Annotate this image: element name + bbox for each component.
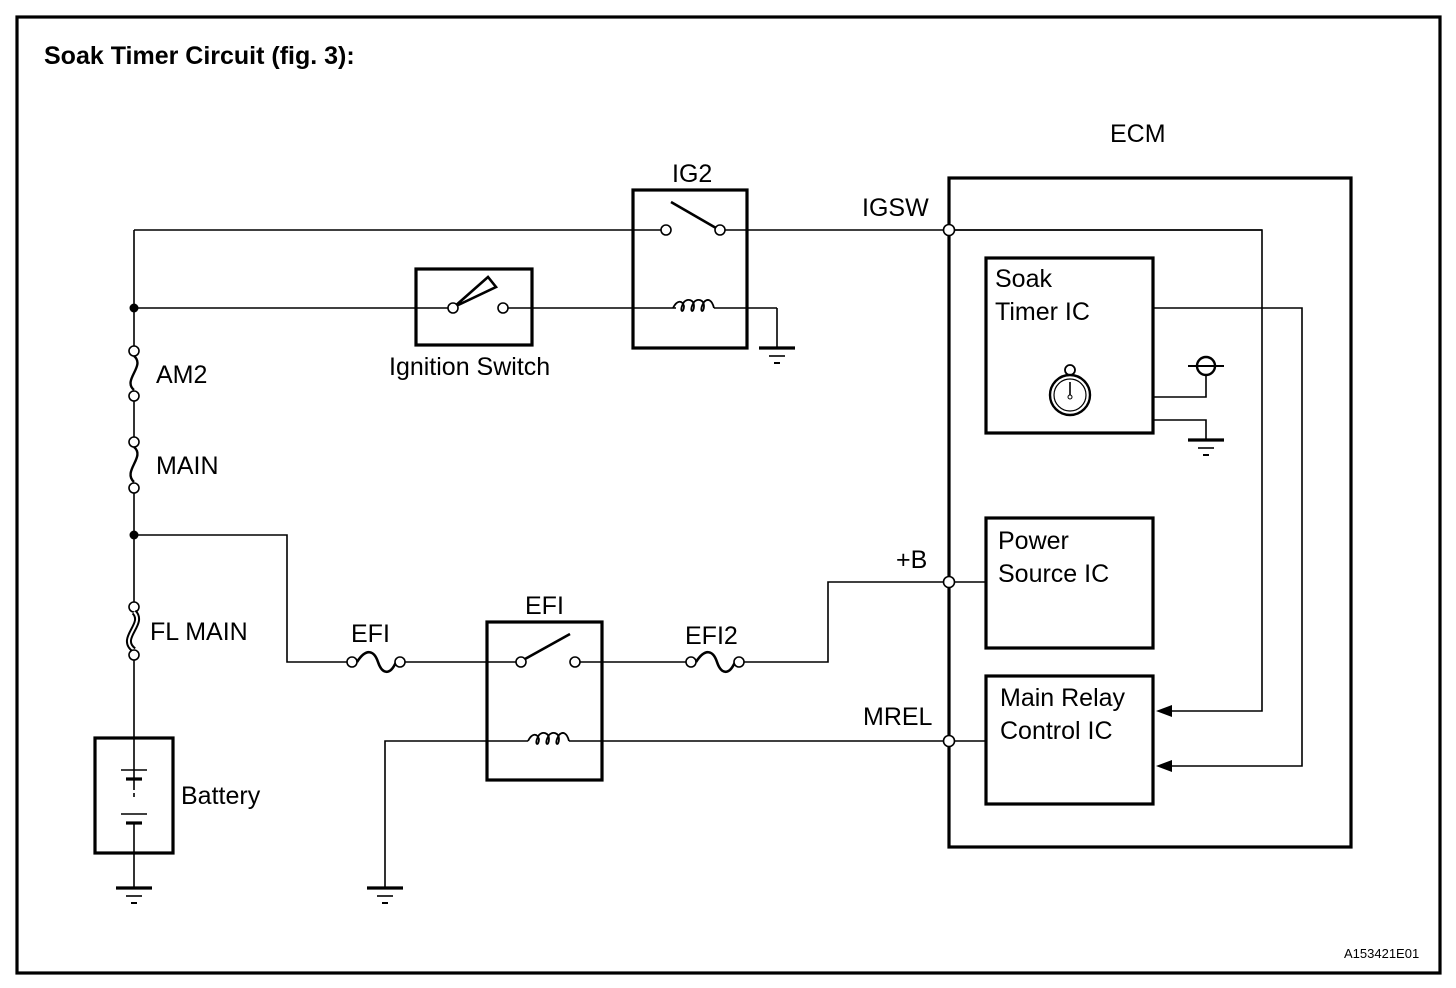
fuse-main: [128, 436, 140, 494]
battery: [93, 736, 175, 855]
ignition-switch: [414, 267, 534, 347]
wire-igsw-internal: [949, 229, 1263, 712]
power-source-ic-label-line2: Source IC: [998, 560, 1109, 588]
wire-soak-timer-output: [1153, 307, 1303, 767]
ig2-relay-label: IG2: [672, 160, 712, 188]
ground-icon: [759, 346, 795, 364]
wire-efi-coil-ground: [384, 740, 528, 888]
terminal-igsw: [942, 223, 956, 237]
efi-relay: [485, 620, 604, 782]
efi-relay-label: EFI: [525, 592, 564, 620]
terminal-plus-b: [942, 575, 956, 589]
relay-coil-icon: [527, 732, 570, 745]
terminal-igsw-label: IGSW: [862, 194, 929, 222]
ecm-label: ECM: [1110, 120, 1166, 148]
figure-frame: [15, 15, 1442, 975]
battery-label: Battery: [181, 782, 261, 810]
relay-coil-icon: [672, 299, 715, 312]
terminal-mrel-label: MREL: [863, 703, 933, 731]
fuse-efi2-label: EFI2: [685, 622, 738, 650]
ecm-box: [947, 176, 1353, 849]
main-relay-control-ic-label-line2: Control IC: [1000, 717, 1113, 745]
power-source-ic: [984, 516, 1155, 650]
fuse-fl-main-label: FL MAIN: [150, 618, 248, 646]
wire-soak-timer-power: [1153, 376, 1207, 398]
fuse-am2-label: AM2: [156, 361, 207, 389]
ig2-relay: [631, 188, 749, 350]
ground-icon: [367, 886, 403, 904]
soak-timer-ic-label-line2: Timer IC: [995, 298, 1090, 326]
arrow-icon: [1156, 760, 1172, 772]
terminal-plus-b-label: +B: [896, 546, 927, 574]
fuse-efi: [346, 650, 406, 674]
soak-timer-ic: [984, 256, 1155, 435]
terminal-mrel: [942, 734, 956, 748]
wire-plus-b: [744, 581, 986, 663]
ignition-switch-label: Ignition Switch: [389, 353, 550, 381]
fuse-am2: [128, 345, 140, 402]
power-source-ic-label-line1: Power: [998, 527, 1069, 555]
fuse-main-label: MAIN: [156, 452, 219, 480]
figure-id: A153421E01: [1344, 946, 1419, 961]
fuse-efi-label: EFI: [351, 620, 390, 648]
stopwatch-icon: [1048, 364, 1092, 417]
fusible-link-fl-main: [125, 601, 140, 661]
main-relay-control-ic-label-line1: Main Relay: [1000, 684, 1126, 712]
power-supply-icon: [1188, 355, 1224, 377]
main-relay-control-ic: [984, 674, 1155, 806]
fuse-efi2: [685, 650, 745, 674]
wire-soak-timer-ground: [1153, 419, 1207, 440]
diagram-title: Soak Timer Circuit (fig. 3):: [44, 42, 355, 70]
ground-icon: [1188, 438, 1224, 456]
soak-timer-ic-label-line1: Soak: [995, 265, 1052, 293]
wire-to-efi-fuse: [134, 534, 348, 663]
arrow-icon: [1156, 705, 1172, 717]
ground-icon: [116, 886, 152, 904]
